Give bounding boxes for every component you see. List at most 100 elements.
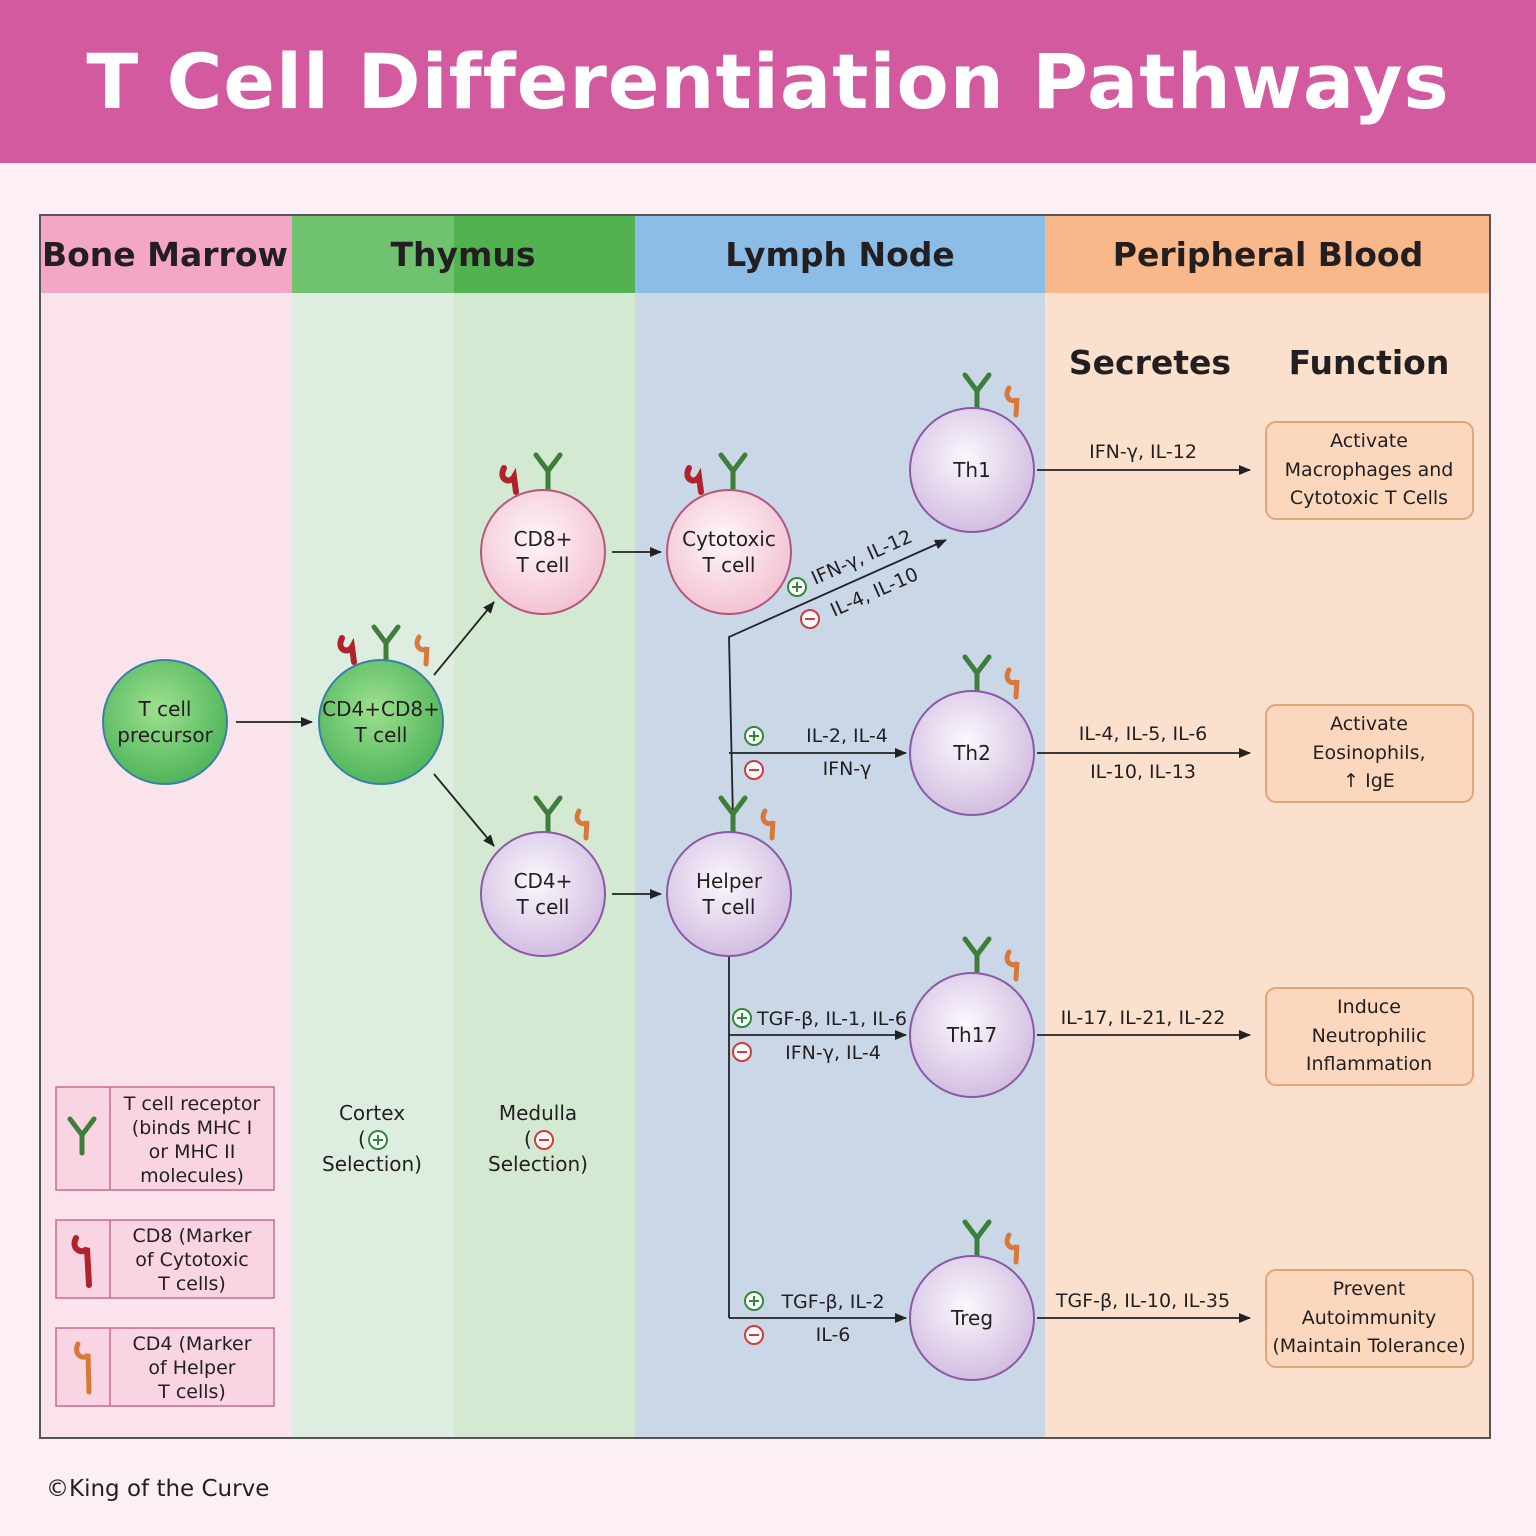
cortex-label: Cortex (339, 1101, 405, 1125)
plus-icon (732, 1008, 752, 1028)
cell-helper: Helper T cell (666, 831, 792, 957)
function-box-treg: Prevent Autoimmunity (Maintain Tolerance… (1265, 1269, 1474, 1368)
th17-secretes: IL-17, IL-21, IL-22 (1061, 1007, 1226, 1029)
cell-label-line: CD8+ (514, 527, 573, 551)
cd8-icon (71, 1235, 92, 1288)
minus-icon (744, 760, 764, 780)
pathway-arrows (236, 465, 1251, 1323)
legend-line: or MHC II (149, 1141, 236, 1163)
peripheral-blood-band (1045, 215, 1491, 293)
function-line: (Maintain Tolerance) (1272, 1335, 1465, 1357)
function-line: Activate (1330, 713, 1408, 735)
cell-label-line: T cell (516, 553, 570, 577)
cell-cd4: CD4+ T cell (480, 831, 606, 957)
plus-icon (368, 1130, 388, 1150)
function-box-th1: Activate Macrophages and Cytotoxic T Cel… (1265, 421, 1474, 520)
bone-marrow-band (40, 215, 292, 293)
thymus-band-medulla (454, 215, 635, 293)
cell-label-line: Treg (950, 1306, 993, 1330)
cortex-zone (292, 293, 454, 1438)
medulla-selection: Selection) (488, 1152, 588, 1176)
arrow-dp-to-cd4 (433, 773, 495, 847)
treg-inhibiting-signals: IL-6 (816, 1324, 851, 1346)
function-box-th2: Activate Eosinophils, ↑ IgE (1265, 704, 1474, 803)
legend: T cell receptor (binds MHC I or MHC II m… (55, 1086, 275, 1407)
treg-secretes: TGF-β, IL-10, IL-35 (1055, 1290, 1230, 1312)
function-line: Induce (1337, 996, 1401, 1018)
column-title-function: Function (1289, 343, 1450, 382)
zone-title-thymus: Thymus (390, 235, 535, 274)
cell-label-line: Th2 (952, 741, 991, 765)
cell-th17: Th17 (909, 972, 1035, 1098)
cell-label-line: CD4+CD8+ (322, 697, 440, 721)
th1-secretes: IFN-γ, IL-12 (1089, 441, 1197, 463)
medulla-paren: ( (524, 1127, 532, 1151)
legend-line: T cell receptor (123, 1093, 261, 1115)
th2-secretes-line: IL-10, IL-13 (1090, 761, 1196, 783)
arrow-dp-to-cd8 (433, 601, 495, 676)
cell-label-line: T cell (702, 553, 756, 577)
lymph-node-band (635, 215, 1045, 293)
cortex-selection: Selection) (322, 1152, 422, 1176)
function-line: Eosinophils, (1312, 742, 1425, 764)
plus-icon (787, 577, 807, 597)
function-line: Autoimmunity (1302, 1307, 1436, 1329)
cell-label-line: T cell (354, 723, 408, 747)
minus-icon (534, 1130, 554, 1150)
zone-title-bone-marrow: Bone Marrow (42, 235, 288, 274)
thymus-band-cortex (292, 215, 454, 293)
cell-label-line: Th1 (952, 458, 991, 482)
treg-promoting-signals: TGF-β, IL-2 (780, 1291, 884, 1313)
medulla-label: Medulla (499, 1101, 577, 1125)
legend-line: molecules) (140, 1165, 244, 1187)
cell-th1: Th1 (909, 407, 1035, 533)
plus-icon (744, 1291, 764, 1311)
function-line: Macrophages and (1285, 459, 1454, 481)
cell-label-line: CD4+ (514, 869, 573, 893)
cell-label-line: Cytotoxic (682, 527, 776, 551)
function-line: Neutrophilic (1312, 1025, 1427, 1047)
cell-th2: Th2 (909, 690, 1035, 816)
legend-line: of Helper (148, 1357, 235, 1379)
cell-cd8: CD8+ T cell (480, 489, 606, 615)
legend-line: T cells) (157, 1381, 226, 1403)
legend-item-tcr: T cell receptor (binds MHC I or MHC II m… (55, 1086, 275, 1191)
legend-line: CD4 (Marker (132, 1333, 251, 1355)
plus-icon (744, 726, 764, 746)
cortex-paren: ( (358, 1127, 366, 1151)
legend-line: T cells) (157, 1273, 226, 1295)
zone-title-lymph-node: Lymph Node (725, 235, 955, 274)
page-title: T Cell Differentiation Pathways (86, 37, 1450, 126)
minus-icon (732, 1042, 752, 1062)
th17-promoting-signals: TGF-β, IL-1, IL-6 (756, 1008, 907, 1030)
function-line: Inflammation (1306, 1053, 1432, 1075)
cell-precursor: T cell precursor (102, 659, 228, 785)
cell-label-line: T cell (138, 697, 192, 721)
minus-icon (744, 1325, 764, 1345)
title-banner: T Cell Differentiation Pathways (0, 0, 1536, 163)
function-line: Activate (1330, 430, 1408, 452)
legend-item-cd8: CD8 (Marker of Cytotoxic T cells) (55, 1219, 275, 1299)
cell-label-line: precursor (117, 723, 213, 747)
cell-label-line: T cell (516, 895, 570, 919)
legend-line: of Cytotoxic (135, 1249, 248, 1271)
zone-title-peripheral-blood: Peripheral Blood (1113, 235, 1423, 274)
minus-icon (800, 609, 820, 629)
legend-item-cd4: CD4 (Marker of Helper T cells) (55, 1327, 275, 1407)
legend-line: (binds MHC I (132, 1117, 252, 1139)
column-title-secretes: Secretes (1069, 343, 1231, 382)
cell-label-line: Th17 (946, 1023, 997, 1047)
cd4-icon (74, 1341, 92, 1395)
th2-promoting-signals: IL-2, IL-4 (806, 725, 888, 747)
function-box-th17: Induce Neutrophilic Inflammation (1265, 987, 1474, 1086)
function-line: Prevent (1333, 1278, 1406, 1300)
cell-cytotoxic: Cytotoxic T cell (666, 489, 792, 615)
function-line: ↑ IgE (1343, 770, 1395, 792)
th17-inhibiting-signals: IFN-γ, IL-4 (785, 1042, 881, 1064)
signal-icons (368, 577, 820, 1345)
th2-inhibiting-signals: IFN-γ (823, 758, 872, 780)
arrow-helper-to-th1 (728, 539, 947, 821)
cell-label-line: Helper (696, 869, 763, 893)
legend-line: CD8 (Marker (132, 1225, 251, 1247)
